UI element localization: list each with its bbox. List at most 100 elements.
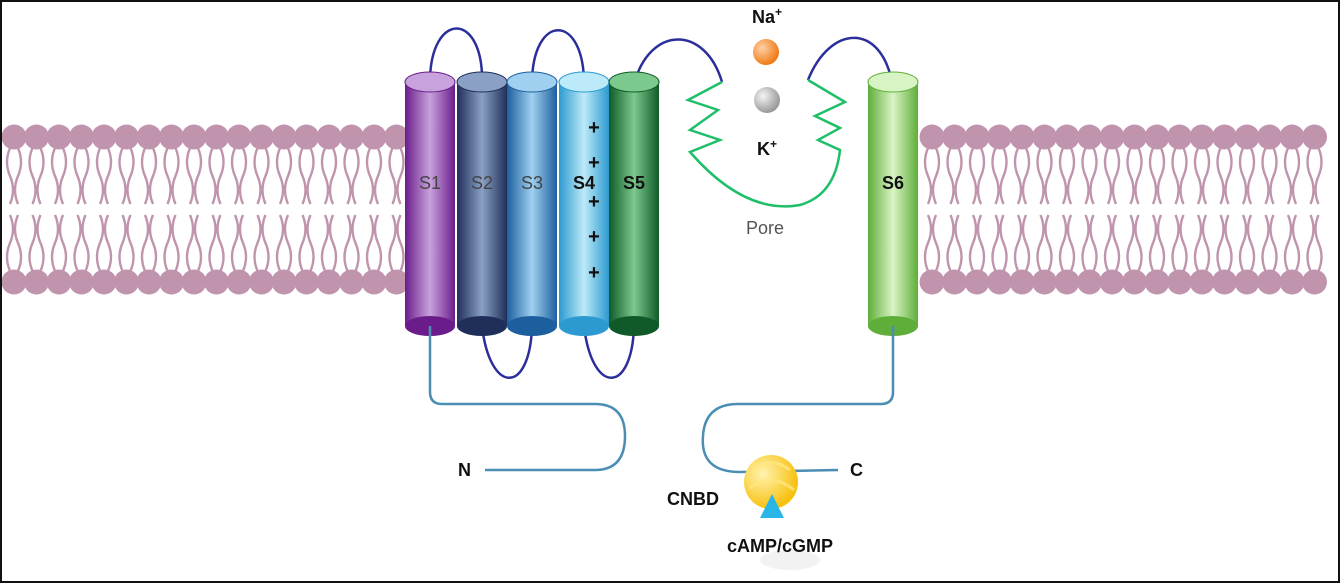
lipid-tail — [343, 147, 352, 205]
lipid-head-bottom — [294, 269, 319, 295]
lipid-tail — [1193, 147, 1203, 205]
helix-label-s5: S5 — [623, 173, 645, 193]
lipid-head-top — [114, 124, 139, 150]
lipid-tail — [365, 147, 375, 205]
lipid-tail — [931, 147, 941, 205]
lipid-tail — [1081, 214, 1090, 272]
helix-bottom-cap — [457, 316, 507, 336]
lipid-tail — [991, 214, 1000, 272]
lipid-tail — [1103, 147, 1113, 205]
lipid-tail — [923, 147, 933, 205]
lipid-tail — [216, 147, 225, 205]
lipid-tail — [1066, 214, 1076, 272]
lipid-tail — [140, 147, 150, 205]
lipid-head-bottom — [987, 269, 1012, 295]
lipid-head-top — [1144, 124, 1170, 150]
loop-s1-s2 — [428, 27, 484, 87]
lipid-tail — [373, 214, 383, 272]
k-ion-sphere — [754, 87, 780, 113]
lipid-head-bottom — [361, 269, 387, 295]
lipid-tail — [298, 147, 307, 205]
lipid-head-top — [361, 124, 387, 150]
helix-s1: S1 — [404, 71, 456, 336]
loop-s3-s4 — [530, 29, 586, 87]
helix-s6: S6 — [867, 71, 919, 336]
lipid-tail — [351, 214, 360, 272]
lipid-head-bottom — [1, 269, 27, 295]
lipid-tail — [185, 147, 195, 205]
lipid-head-top — [1, 124, 27, 150]
lipid-tail — [1216, 147, 1225, 205]
lipid-head-top — [1257, 124, 1282, 150]
lipid-tail — [95, 147, 105, 205]
helix-bottom-cap — [507, 316, 557, 336]
lipid-tail — [1013, 147, 1023, 205]
lipid-head-bottom — [942, 269, 967, 295]
lipid-head-bottom — [1009, 269, 1035, 295]
lipid-tail — [1134, 147, 1143, 205]
lipid-tail — [328, 147, 338, 205]
lipid-tail — [976, 214, 986, 272]
lipid-tail — [73, 214, 82, 272]
lipid-tail — [1058, 214, 1068, 272]
lipid-head-bottom — [1122, 269, 1147, 295]
helix-s4: S4 — [558, 71, 610, 336]
s4-charge-plus: + — [588, 117, 600, 139]
s4-charge-plus: + — [588, 262, 600, 284]
lipid-tail — [1171, 214, 1180, 272]
cnbd-domain — [744, 455, 798, 509]
lipid-tail — [58, 214, 68, 272]
na-superscript: + — [775, 5, 782, 19]
lipid-tail — [373, 147, 383, 205]
lipid-head-bottom — [1302, 269, 1327, 295]
lipid-head-bottom — [1167, 269, 1192, 295]
lipid-tail — [118, 147, 127, 205]
lipid-tail — [365, 214, 375, 272]
lipid-tail — [36, 147, 45, 205]
lipid-tail — [193, 214, 203, 272]
lipid-head-bottom — [1077, 269, 1102, 295]
lipid-tail — [5, 147, 15, 205]
helix-top-cap — [404, 71, 456, 93]
cnbd-swirl — [749, 461, 795, 492]
lipid-tail — [396, 147, 405, 205]
lipid-tail — [1148, 147, 1158, 205]
lipid-tail — [1193, 214, 1203, 272]
lipid-tail — [388, 214, 397, 272]
loop-s4-s5 — [582, 325, 636, 379]
lipid-tail — [216, 214, 225, 272]
lipid-head-top — [226, 124, 252, 150]
lipid-head-top — [69, 124, 94, 150]
lipid-tail — [991, 147, 1000, 205]
lipid-head-bottom — [226, 269, 252, 295]
lipid-tail — [103, 147, 113, 205]
lipid-tail — [163, 214, 172, 272]
lipid-tail — [253, 147, 262, 205]
lipid-tail — [28, 147, 37, 205]
lipid-tail — [230, 147, 240, 205]
lipid-tail — [1111, 147, 1121, 205]
lipid-tail — [1269, 214, 1278, 272]
lipid-tail — [1089, 147, 1098, 205]
lipid-tail — [306, 214, 315, 272]
lipid-tail — [1148, 214, 1158, 272]
lipid-tail — [1044, 214, 1053, 272]
lipid-tail — [1224, 147, 1233, 205]
lipid-tail — [171, 214, 180, 272]
ligand-shadow — [760, 550, 820, 570]
s4-charge-plus: + — [588, 191, 600, 213]
lipid-tail — [923, 214, 933, 272]
helix-label-s1: S1 — [419, 173, 441, 193]
na-label: Na+ — [752, 5, 782, 27]
lipid-tail — [1089, 214, 1098, 272]
lipid-tail — [13, 147, 23, 205]
helix-body — [609, 82, 659, 326]
helix-s3: S3 — [506, 71, 558, 336]
lipid-head-top — [1234, 124, 1260, 150]
lipid-tail — [1156, 214, 1166, 272]
lipid-tail — [343, 214, 352, 272]
lipid-head-top — [1077, 124, 1102, 150]
lipid-tail — [1103, 214, 1113, 272]
lipid-tail — [1021, 147, 1031, 205]
